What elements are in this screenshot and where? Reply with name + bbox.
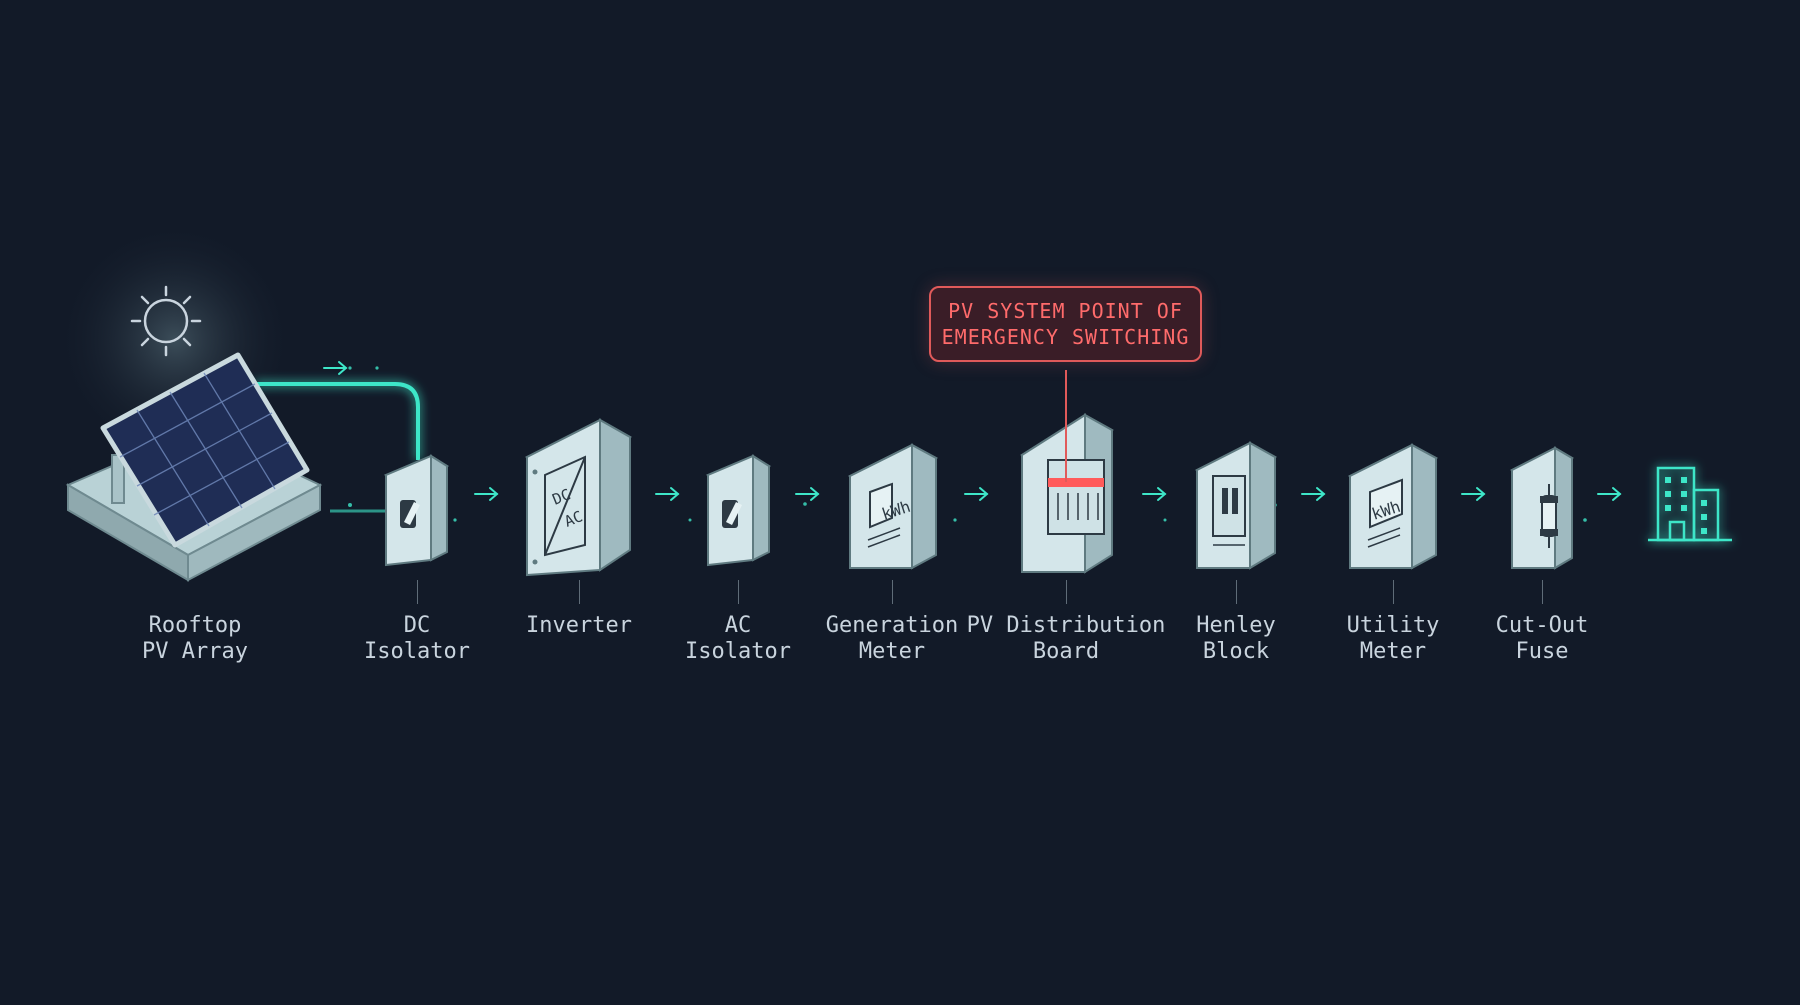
arrow-icon: [795, 487, 820, 501]
emergency-switching-callout: PV SYSTEM POINT OF EMERGENCY SWITCHING: [929, 286, 1202, 362]
label-line-1: PV Distribution: [966, 613, 1166, 638]
callout-line-2: EMERGENCY SWITCHING: [941, 325, 1190, 349]
label-line-2: Block: [1202, 639, 1270, 664]
label-pv-distribution-board: PV Distribution Board: [966, 613, 1166, 665]
sun-icon: [130, 285, 202, 357]
label-dc-isolator: DC Isolator: [327, 613, 507, 665]
callout-line-1: PV SYSTEM POINT OF: [948, 299, 1183, 323]
label-inverter: Inverter: [489, 613, 669, 639]
inverter-dc-text: DC: [550, 485, 573, 508]
switch-icon: [383, 454, 450, 567]
label-line-2: Isolator: [685, 639, 791, 664]
label-line-1: Henley: [1196, 613, 1276, 638]
label-henley-block: Henley Block: [1146, 613, 1326, 665]
label-utility-meter: Utility Meter: [1303, 613, 1483, 665]
dc-ac-icon: DC AC: [524, 418, 633, 577]
label-line-2: Fuse: [1515, 639, 1569, 664]
arrow-icon: [1461, 487, 1486, 501]
flow-arrows: [323, 361, 1622, 501]
arrow-icon: [655, 487, 680, 501]
arrow-icon: [1597, 487, 1622, 501]
label-line-1: Cut-Out: [1495, 613, 1589, 638]
label-generation-meter: Generation Meter: [802, 613, 982, 665]
building-icon: [1648, 466, 1732, 542]
kwh-meter-icon: kWh: [1347, 443, 1439, 570]
switch-icon: [705, 454, 772, 567]
label-tick: [1393, 580, 1394, 604]
breaker-panel-icon: [1020, 370, 1114, 574]
henley-block-icon: [1194, 441, 1278, 570]
label-line-1: Rooftop: [148, 613, 242, 638]
label-line-1: AC: [724, 613, 752, 638]
arrow-icon: [323, 361, 348, 375]
array-feed-wire: [255, 382, 420, 460]
label-tick: [1236, 580, 1237, 604]
fuse-icon: [1509, 446, 1575, 570]
arrow-icon: [474, 487, 499, 501]
label-tick: [892, 580, 893, 604]
label-line-2: PV Array: [142, 639, 248, 664]
label-line-2: Meter: [1359, 639, 1427, 664]
label-line-1: Generation: [825, 613, 959, 638]
label-line-2: Meter: [858, 639, 926, 664]
label-line-1: Utility: [1346, 613, 1440, 638]
label-tick: [738, 580, 739, 604]
solar-panel-icon: [65, 352, 323, 582]
label-tick: [1542, 580, 1543, 604]
label-line-2: Isolator: [364, 639, 470, 664]
label-tick: [1066, 580, 1067, 604]
label-line-1: Inverter: [526, 613, 632, 638]
label-ac-isolator: AC Isolator: [648, 613, 828, 665]
label-line-1: DC: [403, 613, 431, 638]
label-rooftop-pv-array: Rooftop PV Array: [105, 613, 285, 665]
kwh-meter-icon: kWh: [847, 443, 939, 570]
label-tick: [417, 580, 418, 604]
arrow-icon: [1142, 487, 1167, 501]
label-line-2: Board: [1032, 639, 1100, 664]
arrow-icon: [964, 487, 989, 501]
label-tick: [579, 580, 580, 604]
arrow-icon: [1301, 487, 1326, 501]
label-cut-out-fuse: Cut-Out Fuse: [1452, 613, 1632, 665]
inverter-ac-text: AC: [562, 507, 585, 530]
